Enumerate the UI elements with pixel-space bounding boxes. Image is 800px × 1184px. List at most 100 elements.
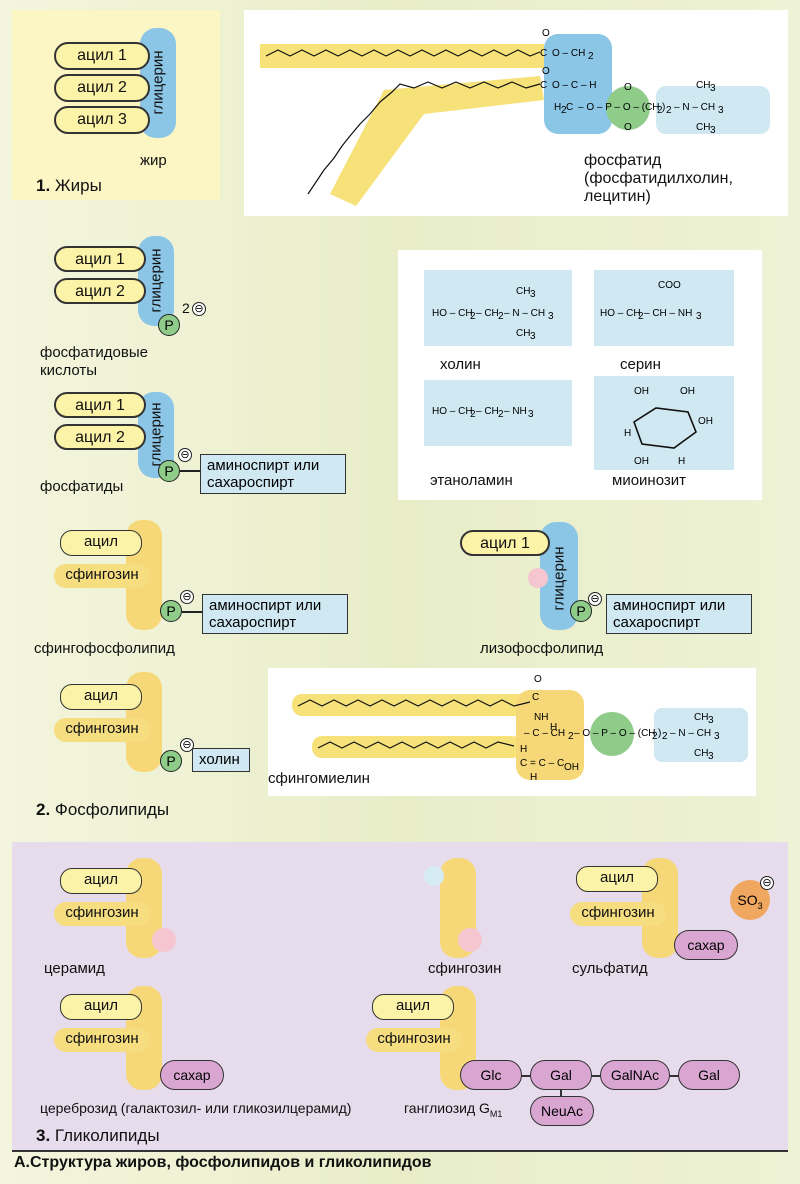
svg-text:): ) [658, 728, 661, 739]
svg-text:O: O [542, 66, 550, 77]
svg-text:2: 2 [652, 731, 658, 742]
svg-text:C: C [540, 48, 547, 59]
choline-box-sm: холин [192, 748, 250, 772]
ganglioside-text: ганглиозид G [404, 1100, 490, 1116]
serine-label: серин [620, 356, 661, 373]
svg-text:C: C [566, 102, 573, 113]
section3-title: 3. Гликолипиды [36, 1126, 160, 1145]
svg-text:OH: OH [698, 416, 713, 427]
minus-charge-lyso: ⊖ [588, 592, 602, 606]
sugar-oval-cb: сахар [160, 1060, 224, 1090]
svg-text:O – C – H: O – C – H [552, 80, 596, 91]
svg-text:OH: OH [634, 386, 649, 397]
pink-spot-sph [458, 928, 482, 952]
glycerin-label-lyso: глицерин [550, 546, 568, 611]
cerebroside-label: цереброзид (галактозил- или гликозилцера… [40, 1100, 352, 1116]
ganglioside-subscript: M1 [489, 1108, 503, 1119]
svg-text:O: O [624, 122, 632, 133]
svg-text:2: 2 [657, 105, 663, 116]
svg-text:H: H [550, 722, 557, 733]
amino-alcohol-box-lyso: аминоспирт или сахароспирт [606, 594, 752, 634]
svg-text:3: 3 [548, 311, 554, 322]
svg-text:3: 3 [718, 105, 724, 116]
phosphate-circle-spl: P [160, 600, 182, 622]
svg-text:HO – CH: HO – CH [432, 308, 473, 319]
svg-text:CH: CH [516, 328, 530, 339]
charge-2: 2 [182, 300, 190, 316]
svg-text:NH: NH [534, 712, 548, 723]
fats-panel [12, 10, 220, 200]
svg-text:2: 2 [561, 105, 567, 116]
glycerin-bar-pa [138, 236, 174, 326]
sphingosine-pill-cb: сфингозин [54, 1028, 150, 1052]
phosphatides-label: фосфатиды [40, 478, 124, 495]
choline-box [424, 270, 572, 346]
acyl1-pill-pa: ацил 1 [54, 246, 146, 272]
serine-box [594, 270, 734, 346]
amino-alcohol-box-spl: аминоспирт или сахароспирт [202, 594, 348, 634]
svg-text:3: 3 [710, 125, 716, 136]
sugar-oval-sulf: сахар [674, 930, 738, 960]
svg-text:3: 3 [708, 715, 714, 726]
svg-text:OH: OH [634, 456, 649, 467]
sphingosine-pill-cer: сфингозин [54, 902, 150, 926]
svg-text:O – CH: O – CH [552, 48, 585, 59]
svg-text:CH: CH [694, 712, 708, 723]
acyl2-pill-pa: ацил 2 [54, 278, 146, 304]
myoinositol-box [594, 376, 734, 470]
galnac-oval: GalNAc [600, 1060, 670, 1090]
sphingosine-pill-gg: сфингозин [366, 1028, 462, 1052]
svg-text:3: 3 [710, 83, 716, 94]
svg-text:2: 2 [662, 731, 668, 742]
lysophospholipid-label: лизофосфолипид [480, 640, 604, 657]
svg-text:HO – CH: HO – CH [432, 406, 473, 417]
svg-text:C: C [540, 80, 547, 91]
blue-spot-sph [424, 866, 444, 886]
section1-title: 1. Жиры [36, 176, 102, 195]
phosphatide-label: фосфатид (фосфатидилхолин, лецитин) [584, 152, 733, 205]
minus-charge-ph: ⊖ [178, 448, 192, 462]
svg-text:– NH: – NH [504, 406, 527, 417]
acyl-pill-spl: ацил [60, 530, 142, 556]
acyl-pill-sm: ацил [60, 684, 142, 710]
connector-ph [180, 470, 202, 472]
svg-text:2: 2 [588, 51, 594, 62]
svg-text:– CH: – CH [476, 308, 499, 319]
svg-text:– N – CH: – N – CH [504, 308, 545, 319]
svg-text:H: H [554, 102, 561, 113]
myoinositol-label: миоинозит [612, 472, 686, 489]
gal2-oval: Gal [678, 1060, 740, 1090]
svg-text:3: 3 [714, 731, 720, 742]
ethanolamine-box [424, 380, 572, 446]
acyl2-pill-ph: ацил 2 [54, 424, 146, 450]
sphingomyelin-label: сфингомиелин [268, 770, 370, 787]
svg-text:CH: CH [696, 80, 710, 91]
acyl1-pill-lyso: ацил 1 [460, 530, 550, 556]
acyl-pill-cer: ацил [60, 868, 142, 894]
svg-text:3: 3 [696, 311, 702, 322]
svg-text:CH: CH [516, 286, 530, 297]
minus-charge-sm: ⊖ [180, 738, 194, 752]
so3-label: SO [737, 892, 758, 908]
svg-text:2: 2 [470, 409, 476, 420]
svg-text:3: 3 [530, 331, 536, 342]
svg-text:OH: OH [564, 762, 579, 773]
minus-charge-sulf: ⊖ [760, 876, 774, 890]
phosphatidic-acids-label: фосфатидовые кислоты [40, 344, 148, 379]
ganglioside-label: ганглиозид GM1 [404, 1100, 502, 1119]
svg-text:CH: CH [694, 748, 708, 759]
acyl1-pill: ацил 1 [54, 42, 150, 70]
acyl1-pill-ph: ацил 1 [54, 392, 146, 418]
svg-text:2: 2 [666, 105, 672, 116]
glycerin-label-pa: глицерин [147, 248, 165, 313]
acyl-pill-cb: ацил [60, 994, 142, 1020]
amino-alcohol-box-ph: аминоспирт или сахароспирт [200, 454, 346, 494]
sphingosine-label: сфингозин [428, 960, 502, 977]
svg-text:– N – CH: – N – CH [674, 102, 715, 113]
minus-charge-pa: ⊖ [192, 302, 206, 316]
svg-text:– CH: – CH [476, 406, 499, 417]
svg-text:CH: CH [696, 122, 710, 133]
phosphate-circle-sm: P [160, 750, 182, 772]
